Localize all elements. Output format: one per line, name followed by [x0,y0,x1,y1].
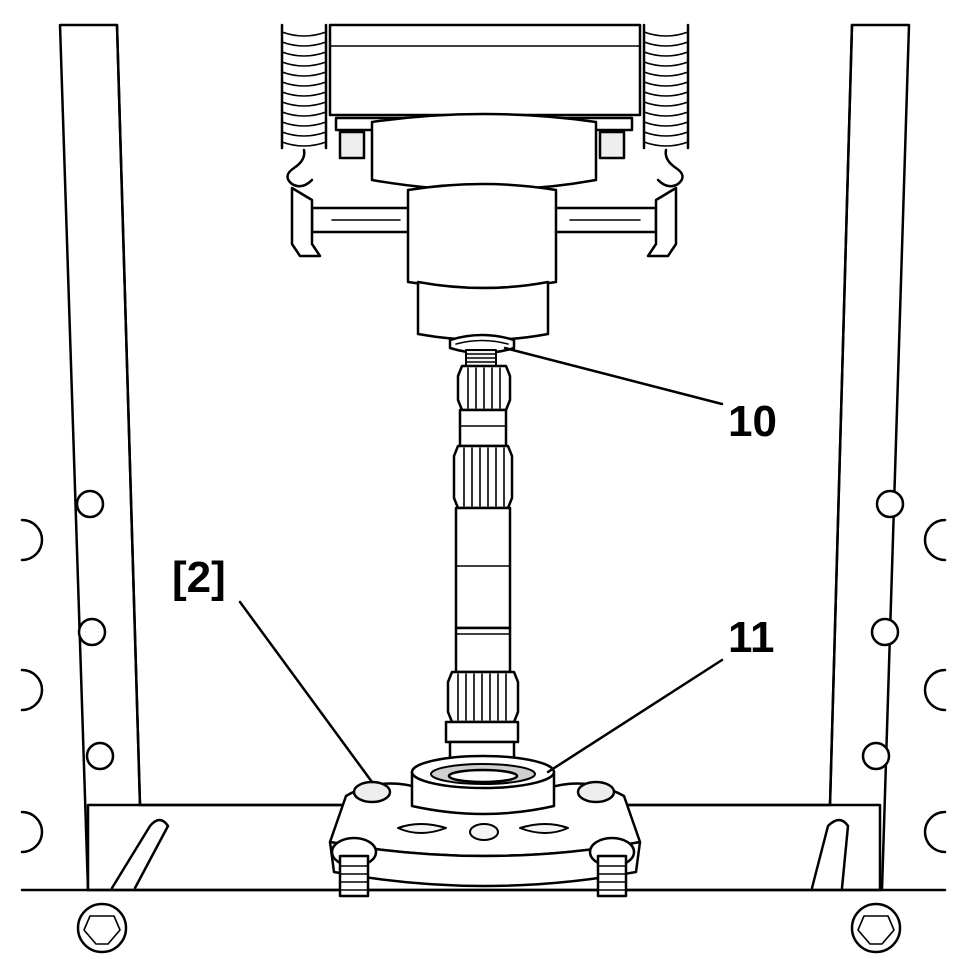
leader-line-10 [503,346,724,406]
callout-11: 11 [546,613,775,774]
support-fixture [328,754,642,898]
gear-shaft [444,349,520,784]
callout-10: 10 [503,346,777,446]
press-adapter-part-10 [448,333,516,355]
callout-label-11: 11 [728,613,775,662]
bearing-part-11 [410,754,556,816]
frame-holes-left [20,489,115,854]
callout-label-2: [2] [172,553,226,602]
leader-line-11 [546,658,724,774]
frame-foot-nuts [76,902,902,954]
press-ram [280,23,690,355]
callout-2: [2] [172,553,374,784]
fixture-bolt-left [330,836,378,898]
return-spring-right [642,23,690,188]
frame-holes-right [861,489,947,854]
fixture-bolt-right [588,836,636,898]
callout-label-10: 10 [728,397,777,446]
return-spring-left [280,23,328,188]
leader-line-2 [238,600,374,784]
press-frame [20,23,947,954]
